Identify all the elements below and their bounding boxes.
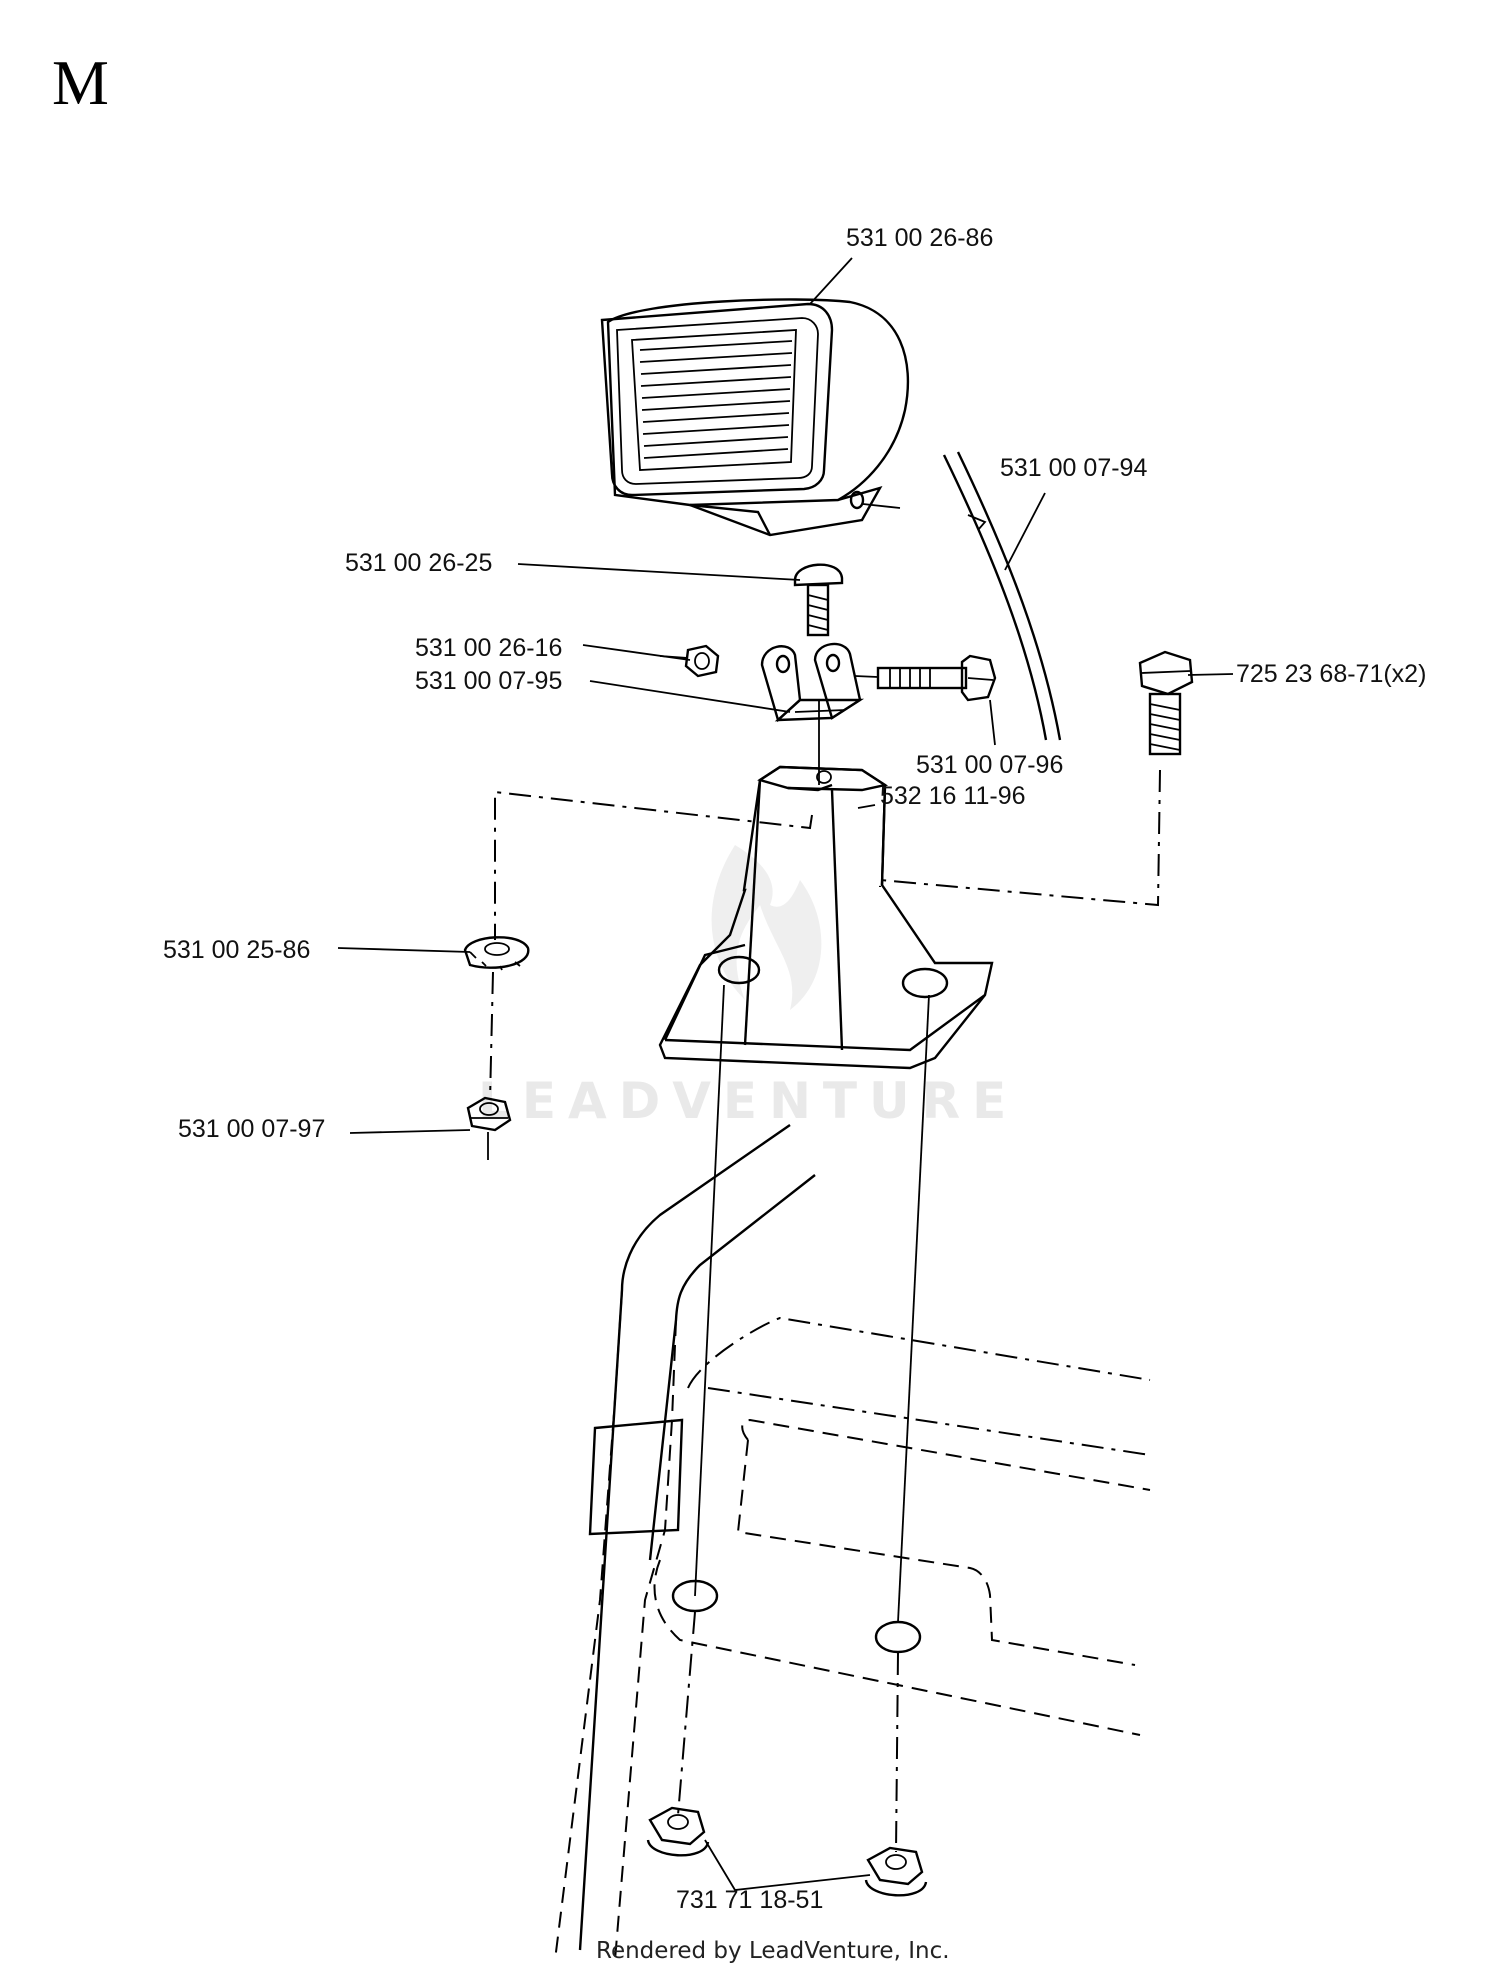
part-labels: 531 00 26-86 531 00 07-94 531 00 26-25 5… <box>163 224 1426 1914</box>
assembly-lines <box>487 700 1161 1853</box>
leader-lines <box>337 257 1234 1891</box>
part-label-hex-screw: 725 23 68-71(x2) <box>1236 660 1426 688</box>
hex-bolt-drawing <box>854 654 997 702</box>
section-letter: M <box>52 47 109 118</box>
flange-nut-drawing <box>646 1806 928 1897</box>
part-label-nut-small: 531 00 26-16 <box>415 634 562 662</box>
bracket-drawing <box>760 642 865 723</box>
watermark-text: LEADVENTURE <box>478 1072 1018 1130</box>
part-label-lock-washer: 531 00 25-86 <box>163 936 310 964</box>
part-label-bracket: 531 00 07-95 <box>415 667 562 695</box>
part-label-stand: 532 16 11-96 <box>880 782 1026 810</box>
watermark: LEADVENTURE <box>478 845 1018 1130</box>
part-label-hex-bolt: 531 00 07-96 <box>916 751 1063 779</box>
carriage-bolt-drawing <box>793 563 844 637</box>
work-light-lens-grille <box>639 340 793 459</box>
footer-credit: Rendered by LeadVenture, Inc. <box>596 1938 950 1964</box>
part-label-cable: 531 00 07-94 <box>1000 454 1147 482</box>
part-label-flange-nut: 731 71 18-51 <box>676 1886 823 1914</box>
lock-nut-drawing <box>466 1096 512 1132</box>
part-label-carriage-bolt: 531 00 26-25 <box>345 549 492 577</box>
watermark-flame-icon <box>711 845 822 1010</box>
small-nut-drawing <box>659 644 720 678</box>
part-label-lock-nut: 531 00 07-97 <box>178 1115 325 1143</box>
hex-screw-drawing <box>1138 650 1194 756</box>
frame-outline <box>554 1124 1151 1961</box>
work-light-drawing <box>600 298 910 537</box>
stand-drawing <box>658 765 994 1070</box>
part-label-work-light: 531 00 26-86 <box>846 224 993 252</box>
lock-washer-drawing <box>463 936 530 971</box>
cable-drawing <box>942 451 1062 741</box>
